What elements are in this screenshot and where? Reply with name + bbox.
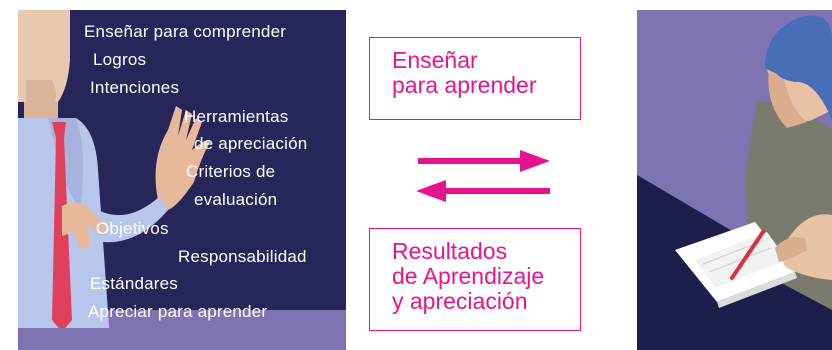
term-label: de apreciación [194, 134, 308, 153]
box-line: Resultados [392, 238, 508, 264]
term-label: Herramientas [184, 107, 289, 126]
exchange-arrows-icon [416, 150, 550, 202]
box-line: y apreciación [392, 288, 528, 314]
term-label: evaluación [194, 190, 278, 209]
term-label: Enseñar para comprender [84, 22, 287, 41]
teach-to-learn-box: Enseñar para aprender [369, 37, 581, 120]
teacher-figure [18, 10, 346, 350]
learning-outcomes-box: Resultados de Aprendizaje y apreciación [369, 228, 581, 331]
box-line: para aprender [392, 72, 537, 98]
term-label: Criterios de [186, 162, 276, 181]
term-label: Responsabilidad [178, 247, 307, 266]
box-line: Enseñar [392, 47, 478, 73]
term-label: Objetivos [96, 219, 169, 238]
student-writing-figure [637, 10, 832, 350]
term-label: Estándares [90, 274, 178, 293]
term-label: Intenciones [90, 78, 180, 97]
teacher-illustration-panel: Enseñar para comprender Logros Intencion… [18, 10, 346, 350]
student-illustration-panel [637, 10, 832, 350]
term-label: Apreciar para aprender [88, 302, 268, 321]
box-line: de Aprendizaje [392, 263, 545, 289]
term-label: Logros [93, 50, 147, 69]
